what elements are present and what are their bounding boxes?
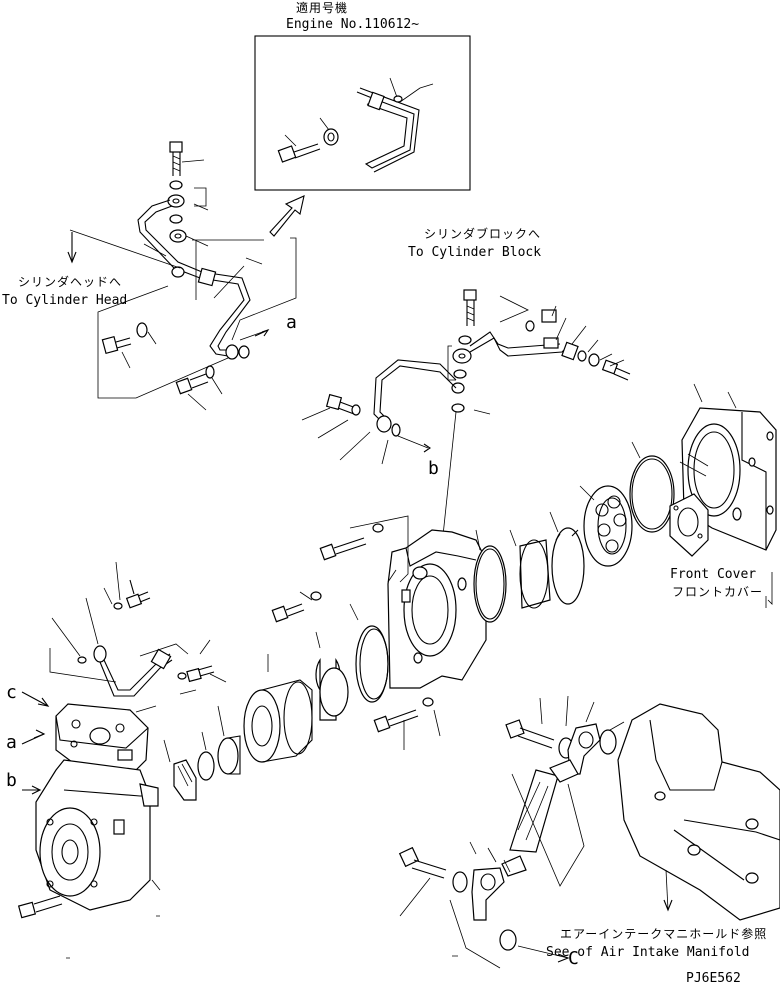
compressor-pipe — [49, 561, 227, 697]
air-intake-fittings — [398, 695, 625, 969]
to-cylinder-block-en: To Cylinder Block — [408, 245, 542, 260]
air-intake-jp: エアーインテークマニホールド参照 — [560, 927, 768, 941]
callout-c-compressor: c — [6, 682, 17, 703]
misc-marks — [66, 915, 458, 959]
callout-a-compressor: a — [6, 732, 17, 753]
callout-c-pipe: C — [568, 948, 579, 969]
upper-right-pipe-assembly — [301, 289, 631, 641]
compressor-housing — [271, 515, 487, 750]
to-cylinder-head-en: To Cylinder Head — [2, 293, 128, 308]
front-cover-jp: フロントカバー — [672, 585, 764, 599]
inset-title-en: Engine No.110612~ — [286, 17, 420, 32]
compressor-callout-arrows — [21, 691, 157, 795]
air-compressor — [17, 703, 161, 919]
to-cylinder-block-jp: シリンダブロックへ — [424, 227, 542, 241]
front-cover — [669, 383, 777, 605]
inset-pointer-arrow — [269, 195, 305, 237]
air-intake-en: See of Air Intake Manifold — [546, 945, 750, 960]
drawing-code: PJ6E562 — [686, 971, 741, 986]
to-cylinder-head-jp: シリンダヘッドへ — [18, 275, 123, 289]
front-cover-en: Front Cover — [670, 567, 757, 582]
inset-title-jp: 適用号機 — [296, 1, 349, 15]
inset-box — [254, 35, 471, 191]
center-gasket-and-seals — [163, 603, 389, 801]
callout-a-pipe: a — [286, 312, 297, 333]
callout-b-compressor: b — [6, 770, 17, 791]
upper-left-pipe-assembly — [67, 141, 297, 411]
front-cover-seals — [473, 441, 675, 623]
air-intake-manifold — [617, 703, 780, 921]
callout-b-pipe: b — [428, 458, 439, 479]
